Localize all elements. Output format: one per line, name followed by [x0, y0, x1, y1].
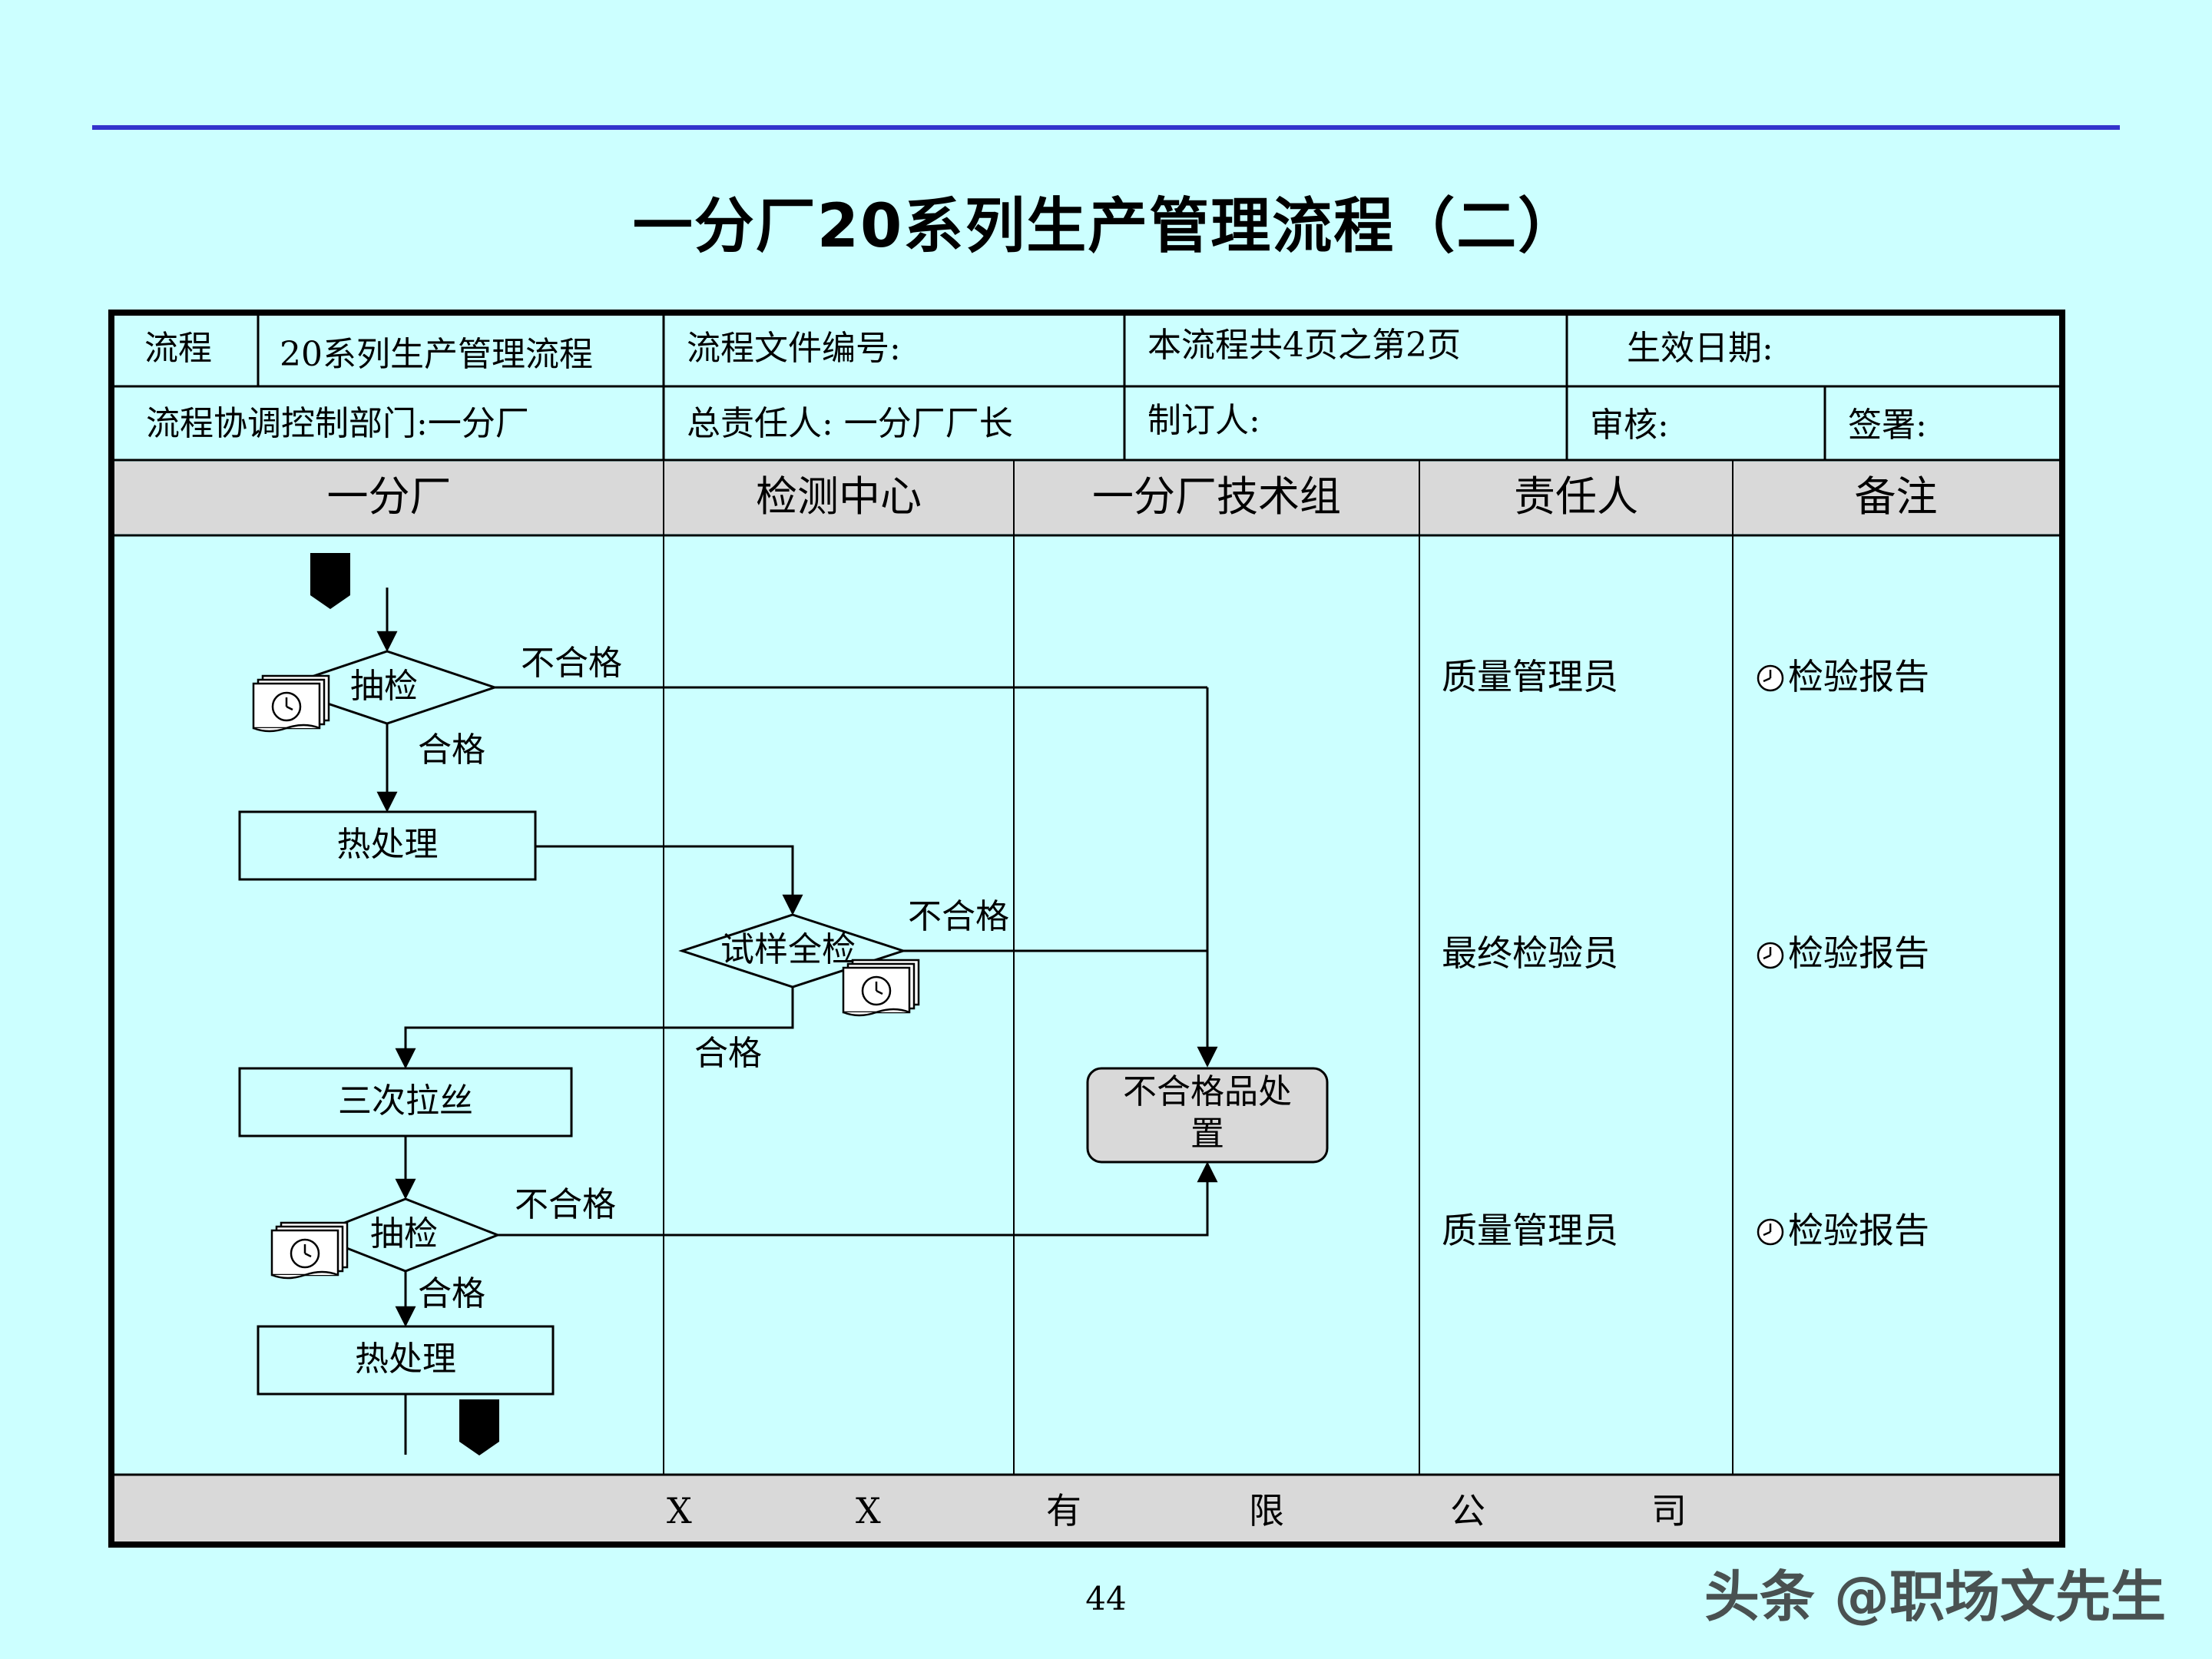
page-number: 44 [1085, 1580, 1127, 1618]
nonconforming-label-line1: 不合格品处 [1123, 1072, 1292, 1111]
heat-treatment-label-1: 热处理 [336, 825, 439, 864]
responsible-1: 质量管理员 [1442, 656, 1618, 697]
footer-char-3: 有 [1046, 1490, 1081, 1532]
clock-icon [1757, 1218, 1784, 1246]
note-1: 检验报告 [1788, 656, 1929, 697]
footer-char-5: 公 [1450, 1490, 1485, 1532]
note-2: 检验报告 [1788, 932, 1929, 974]
pass-label-1: 合格 [418, 730, 485, 770]
top-rule-line [92, 125, 2120, 130]
column-header-responsible: 责任人 [1514, 472, 1638, 521]
process-table-frame [108, 310, 2065, 1548]
clock-icon [1757, 942, 1784, 969]
responsible-3: 质量管理员 [1442, 1210, 1618, 1251]
start-connector [310, 553, 350, 609]
footer-band [114, 1475, 2059, 1541]
drafter-label: 制订人: [1147, 401, 1260, 440]
file-number-label: 流程文件编号: [687, 329, 901, 368]
pass-label-2: 合格 [694, 1034, 762, 1073]
footer-char-2: X [856, 1490, 881, 1532]
responsible-2: 最终检验员 [1442, 932, 1618, 974]
reviewer-label: 审核: [1590, 406, 1669, 445]
fail-label-2: 不合格 [908, 897, 1009, 936]
column-header-plant: 一分厂 [326, 472, 452, 521]
watermark: 头条 @职场文先生 [1704, 1565, 2166, 1629]
inspection-label-1: 抽检 [350, 667, 418, 706]
table-grid [111, 313, 2062, 1476]
process-label: 流程 [144, 329, 212, 368]
column-header-testing-center: 检测中心 [756, 472, 922, 521]
fail-label-1: 不合格 [521, 644, 622, 683]
third-drawing-label: 三次拉丝 [338, 1081, 473, 1121]
note-3: 检验报告 [1788, 1210, 1929, 1251]
fail-label-3: 不合格 [515, 1185, 616, 1224]
page-count-label: 本流程共4页之第2页 [1147, 326, 1461, 365]
column-header-band [114, 462, 2059, 534]
owner-label: 总责任人: 一分厂厂长 [687, 404, 1013, 443]
effective-date-label: 生效日期: [1627, 329, 1773, 368]
column-header-notes: 备注 [1854, 472, 1938, 521]
sample-check-label: 试样全检 [720, 930, 856, 969]
footer-char-6: 司 [1651, 1490, 1687, 1532]
inspection-label-2: 抽检 [370, 1214, 438, 1253]
footer-char-1: X [667, 1490, 692, 1532]
signer-label: 签署: [1848, 406, 1927, 445]
coordinating-dept-label: 流程协调控制部门:一分厂 [146, 404, 529, 443]
end-connector [459, 1399, 499, 1455]
column-header-tech-group: 一分厂技术组 [1092, 472, 1341, 521]
process-name: 20系列生产管理流程 [280, 335, 593, 374]
page-title: 一分厂20系列生产管理流程（二） [632, 192, 1580, 261]
nonconforming-disposal-box [1086, 1067, 1329, 1164]
pass-label-3: 合格 [418, 1274, 485, 1313]
footer-char-4: 限 [1249, 1490, 1284, 1532]
heat-treatment-label-2: 热处理 [355, 1339, 456, 1379]
clock-icon [1757, 664, 1784, 692]
nonconforming-label-line2: 置 [1190, 1114, 1224, 1154]
